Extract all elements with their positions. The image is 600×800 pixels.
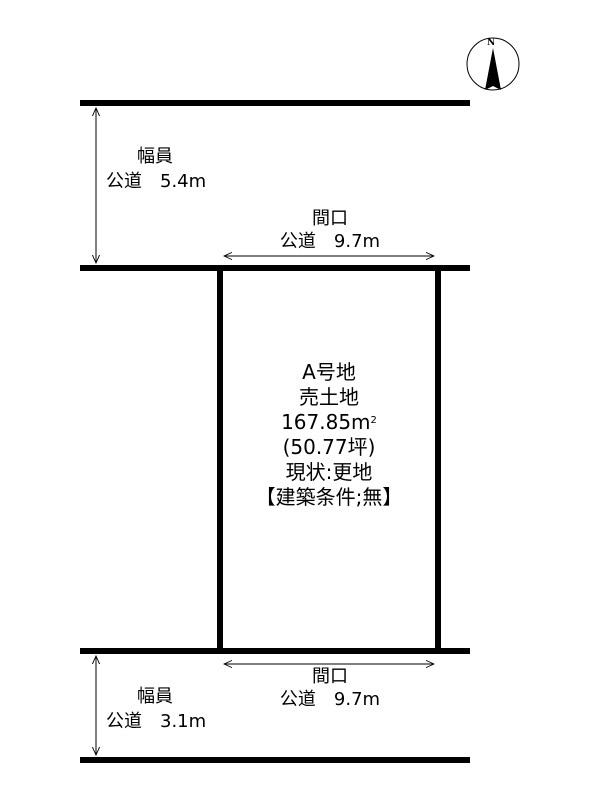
lot-status: 現状:更地 (285, 460, 373, 484)
top-road-width-title: 幅員 (137, 146, 173, 167)
bottom-road-width-value: 公道 3.1m (106, 711, 207, 732)
top-frontage-title: 間口 (312, 208, 348, 229)
lot-area-value: 167.85m (281, 410, 371, 434)
bottom-frontage-title: 間口 (312, 666, 348, 687)
lot-type: 売土地 (299, 385, 359, 409)
lot-info: A号地 売土地 167.85m2 (50.77坪) 現状:更地 【建築条件;無】 (220, 360, 438, 510)
lot-area-unit-sup: 2 (370, 415, 377, 426)
bottom-road-width-title: 幅員 (137, 686, 173, 707)
top-frontage-value: 公道 9.7m (279, 231, 381, 252)
lot-name: A号地 (302, 360, 356, 384)
top-road-width-value: 公道 5.4m (106, 171, 207, 192)
lot-area: 167.85m2 (220, 410, 438, 435)
compass-icon (466, 37, 520, 91)
lot-condition: 【建築条件;無】 (255, 485, 403, 509)
lot-area-tsubo: (50.77坪) (282, 435, 376, 459)
bottom-frontage-value: 公道 9.7m (279, 689, 381, 710)
compass-label: N (487, 38, 496, 48)
